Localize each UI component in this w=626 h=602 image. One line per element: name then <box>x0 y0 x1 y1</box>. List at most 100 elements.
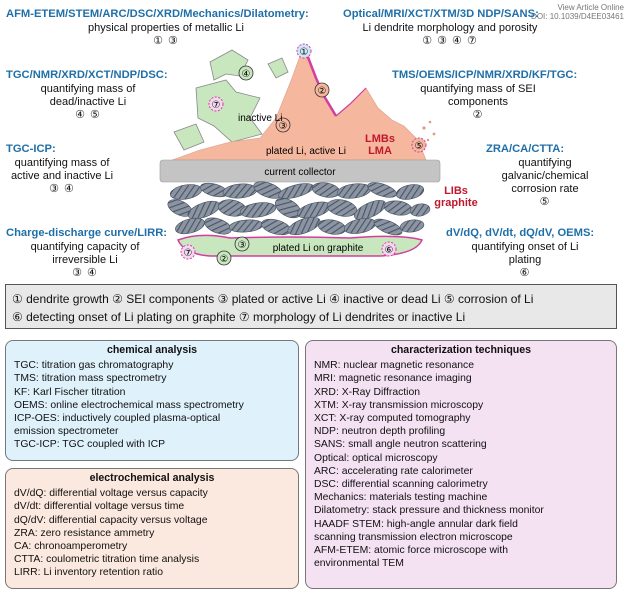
annot-tr3-title: ZRA/CA/CTTA: <box>486 143 565 155</box>
graphite-particle <box>228 219 264 233</box>
annot-tl1-title: AFM-ETEM/STEM/ARC/DSC/XRD/Mechanics/Dila… <box>6 8 309 20</box>
annot-tl4-desc-text: quantifying capacity of irreversible Li <box>30 241 140 266</box>
characterization-item: AFM-ETEM: atomic force microscope with <box>314 545 508 557</box>
marker-4-label: ④ <box>242 69 251 80</box>
chemical-item: TMS: titration mass spectrometry <box>14 373 167 385</box>
annot-tl2-nums: ④ ⑤ <box>75 109 101 121</box>
libs-graphite-label: LIBs graphite <box>430 185 482 209</box>
marker-6-label: ⑥ <box>385 245 394 256</box>
graphite-particle <box>383 200 413 216</box>
annot-tr3-desc-text: quantifying galvanic/chemical corrosion … <box>501 157 589 195</box>
annot-tr4-title: dV/dQ, dV/dt, dQ/dV, OEMS: <box>446 227 595 239</box>
marker-2b-label: ② <box>220 254 229 265</box>
characterization-techniques-box: characterization techniques NMR: nuclear… <box>305 340 617 589</box>
annot-tl1-desc: physical properties of metallic Li ① ③ <box>56 22 276 48</box>
graphite-particle <box>204 217 232 235</box>
chemical-analysis-box: chemical analysis TGC: titration gas chr… <box>5 340 299 461</box>
characterization-item: SANS: small angle neutron scattering <box>314 439 487 451</box>
annot-tr2-title: TMS/OEMS/ICP/NMR/XRD/KF/TGC: <box>392 69 578 81</box>
graphite-particle <box>395 184 425 200</box>
characterization-item: environmental TEM <box>314 558 404 570</box>
marker-2b <box>216 250 232 266</box>
annot-tl1-desc-text: physical properties of metallic Li <box>88 22 244 34</box>
electrochemical-item: dQ/dV: differential capacity versus volt… <box>14 514 208 526</box>
legend-box: ① dendrite growth ② SEI components ③ pla… <box>5 284 617 329</box>
chemical-item: emission spectrometer <box>14 426 119 438</box>
annot-tl4-nums: ③ ④ <box>72 267 98 279</box>
plated-active-li-label: plated Li, active Li <box>266 146 346 157</box>
annot-tr2-desc-text: quantifying mass of SEI components <box>420 83 536 108</box>
graphite-particle <box>169 184 203 200</box>
marker-5-label: ⑤ <box>415 141 424 152</box>
annot-tl3-desc: quantifying mass of active and inactive … <box>6 157 118 196</box>
graphite-particle <box>175 217 205 235</box>
graphite-particle <box>336 183 372 199</box>
marker-4 <box>238 65 254 81</box>
characterization-item: Mechanics: materials testing machine <box>314 492 488 504</box>
annot-tr1-desc-text: Li dendrite morphology and porosity <box>362 22 538 34</box>
graphite-particle <box>409 203 431 217</box>
graphite-particle <box>343 218 377 234</box>
annot-tl2-desc-text: quantifying mass of dead/inactive Li <box>40 83 136 108</box>
annot-tr1-title: Optical/MRI/XCT/XTM/3D NDP/SANS: <box>343 8 539 20</box>
annot-tl2-title: TGC/NMR/XRD/XCT/NDP/DSC: <box>6 69 168 81</box>
chemical-item: KF: Karl Fischer titration <box>14 386 126 398</box>
graphite-particle <box>367 182 397 198</box>
graphite-particle <box>239 202 277 218</box>
doi-text: DOI: 10.1039/D4EE03461 <box>531 12 624 21</box>
chemical-item: OEMS: online electrochemical mass spectr… <box>14 399 244 411</box>
annot-tr1-nums: ① ③ ④ ⑦ <box>422 35 478 47</box>
annot-tr1-desc: Li dendrite morphology and porosity ① ③ … <box>330 22 570 48</box>
characterization-item: Dilatometry: stack pressure and thicknes… <box>314 505 544 517</box>
plated-li-graphite-label: plated Li on graphite <box>273 243 364 254</box>
electrochemical-analysis-title: electrochemical analysis <box>89 472 215 484</box>
view-article-link[interactable]: View Article Online DOI: 10.1039/D4EE034… <box>531 3 624 21</box>
marker-5 <box>411 137 427 153</box>
annot-tl3-desc-text: quantifying mass of active and inactive … <box>10 157 114 182</box>
inactive-li-fragment-3 <box>173 123 205 151</box>
inactive-li-fragment-4 <box>267 57 289 79</box>
characterization-item: NMR: nuclear magnetic resonance <box>314 360 474 372</box>
characterization-item: XCT: X-ray computed tomography <box>314 413 471 425</box>
characterization-item: XTM: X-ray transmission microscopy <box>314 399 484 411</box>
current-collector <box>159 159 441 183</box>
marker-2 <box>314 82 330 98</box>
annot-tl1-nums: ① ③ <box>153 35 179 47</box>
characterization-item: ARC: accelerating rate calorimeter <box>314 465 473 477</box>
battery-schematic: ① ② ③ ④ ⑦ ⑤ ⑦ ② ③ ⑥ inactive Li plated L… <box>159 43 441 266</box>
marker-7b <box>180 244 196 260</box>
characterization-item: DSC: differential scanning calorimetry <box>314 479 488 491</box>
marker-3 <box>275 117 291 133</box>
chemical-item: ICP-OES: inductively coupled plasma-opti… <box>14 413 221 425</box>
marker-7b-label: ⑦ <box>184 248 193 259</box>
electrochemical-item: CTTA: coulometric titration time analysi… <box>14 554 200 566</box>
annot-tr3-desc: quantifying galvanic/chemical corrosion … <box>486 157 604 209</box>
marker-3b <box>234 236 250 252</box>
annot-tl3-nums: ③ ④ <box>49 183 75 195</box>
annot-tr4-desc: quantifying onset of Li plating ⑥ <box>470 241 580 280</box>
characterization-item: scanning transmission electron microscop… <box>314 531 513 543</box>
legend-row-1: ① dendrite growth ② SEI components ③ pla… <box>12 292 534 306</box>
chemical-item: TGC-ICP: TGC coupled with ICP <box>14 439 166 451</box>
annot-tl3-title: TGC-ICP: <box>6 143 56 155</box>
characterization-title: characterization techniques <box>390 344 532 356</box>
inactive-li-label: inactive Li <box>238 113 282 124</box>
marker-3b-label: ③ <box>238 240 247 251</box>
chemical-item: TGC: titration gas chromatography <box>14 360 174 372</box>
graphite-particle <box>373 218 403 236</box>
electrochemical-item: dV/dQ: differential voltage versus capac… <box>14 488 208 500</box>
annot-tl4-title: Charge-discharge curve/LIRR: <box>6 227 168 239</box>
current-collector-label: current collector <box>264 167 336 178</box>
graphite-particles <box>167 181 431 236</box>
marker-7 <box>208 96 224 112</box>
chemical-analysis-title: chemical analysis <box>106 344 198 356</box>
electrochemical-item: CA: chronoamperometry <box>14 541 128 553</box>
graphite-particle <box>399 219 425 233</box>
graphite-label: graphite <box>434 197 478 209</box>
characterization-item: XRD: X-Ray Diffraction <box>314 386 421 398</box>
lmbs-label: LMBs <box>365 133 395 145</box>
characterization-item: Optical: optical microscopy <box>314 452 438 464</box>
characterization-item: MRI: magnetic resonance imaging <box>314 373 472 385</box>
electrochemical-analysis-box: electrochemical analysis dV/dQ: differen… <box>5 468 299 589</box>
annot-tr4-desc-text: quantifying onset of Li plating <box>471 241 579 266</box>
